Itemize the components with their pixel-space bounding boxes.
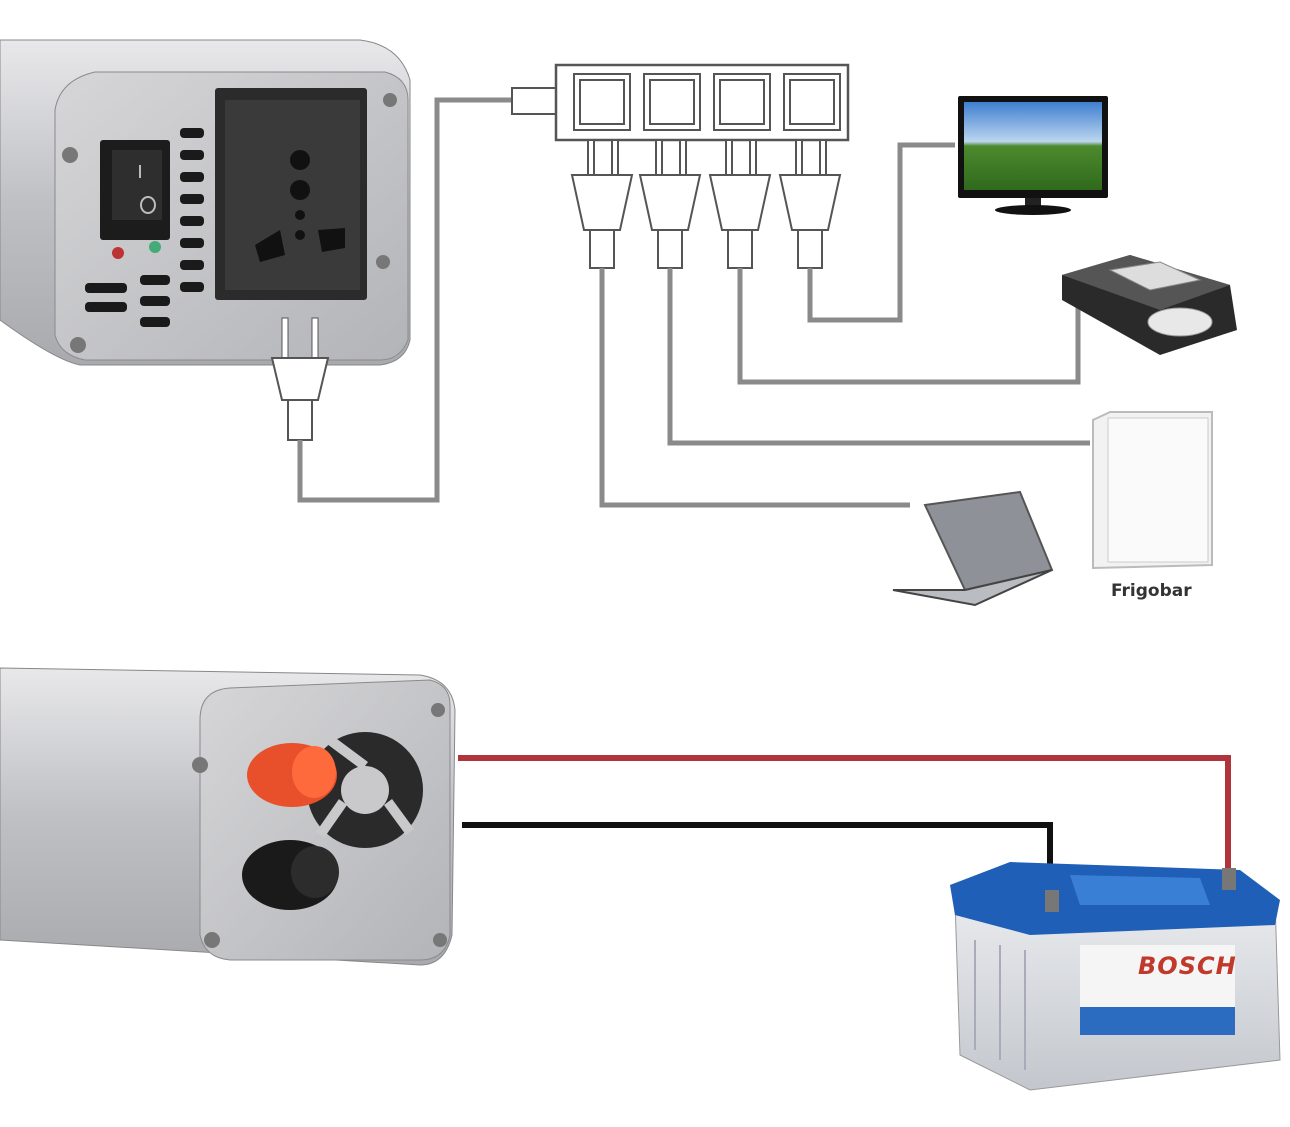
car-battery — [950, 862, 1281, 1091]
appliance-plug[interactable] — [570, 139, 634, 269]
fan — [307, 732, 423, 848]
power-switch[interactable] — [100, 140, 170, 240]
tv — [958, 96, 1108, 215]
inverter-dc-side — [0, 667, 456, 966]
appliance-plug[interactable] — [708, 139, 772, 269]
positive-wire — [458, 755, 1231, 870]
fridge-label: Frigobar — [1111, 581, 1192, 601]
fridge — [1092, 411, 1213, 570]
fridge-cord — [667, 268, 1090, 446]
power-strip — [554, 63, 850, 142]
remote-control — [1108, 261, 1202, 291]
ac-outlet[interactable] — [215, 88, 367, 300]
fault-led — [112, 247, 124, 259]
positive-terminal[interactable] — [247, 743, 337, 807]
appliance-plug[interactable] — [778, 139, 842, 269]
strip-cord — [297, 97, 515, 503]
disc — [1147, 307, 1213, 337]
positive-post — [1222, 868, 1236, 890]
negative-terminal[interactable] — [242, 840, 339, 910]
vent-slots — [85, 128, 204, 327]
dvd-cord — [737, 268, 1081, 385]
tv-cord — [807, 142, 955, 323]
dvd-player — [1062, 255, 1237, 355]
appliance-plug[interactable] — [638, 139, 702, 269]
battery-brand-label: BOSCH — [1138, 952, 1237, 980]
laptop — [892, 490, 1054, 607]
strip-connector — [511, 87, 557, 115]
negative-post — [1045, 890, 1059, 912]
laptop-cord — [599, 268, 910, 508]
power-led — [149, 241, 161, 253]
inverter-ac-side — [0, 39, 411, 366]
ac-plug[interactable] — [270, 317, 330, 441]
